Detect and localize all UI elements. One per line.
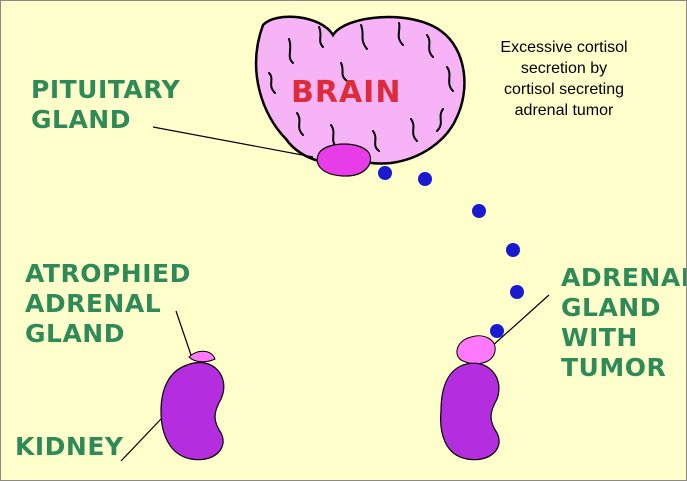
label-line: ADRENAL: [25, 289, 191, 319]
caption-line: secretion by: [469, 58, 659, 79]
adrenal-gland-with-tumor: [457, 336, 495, 364]
cortisol-dot: [378, 166, 392, 180]
cortisol-dot: [506, 243, 520, 257]
label-line: PITUITARY: [31, 75, 180, 105]
label-line: GLAND: [31, 105, 180, 135]
caption-line: adrenal tumor: [469, 100, 659, 121]
atrophied-adrenal-gland-label: ATROPHIED ADRENAL GLAND: [25, 259, 191, 349]
right-kidney: [441, 363, 499, 459]
cortisol-dot: [472, 204, 486, 218]
cortisol-dot: [490, 324, 504, 338]
caption-line: cortisol secreting: [469, 79, 659, 100]
cortisol-dots: [378, 166, 524, 338]
label-line: WITH: [561, 323, 687, 353]
pituitary-gland: [317, 144, 370, 176]
label-line: GLAND: [25, 319, 191, 349]
left-kidney: [161, 363, 224, 460]
cortisol-dot: [510, 285, 524, 299]
label-line: TUMOR: [561, 353, 687, 383]
atrophied-adrenal-gland: [189, 351, 215, 362]
brain-label: BRAIN: [291, 75, 411, 110]
label-line: ATROPHIED: [25, 259, 191, 289]
kidney-label: KIDNEY: [15, 432, 124, 462]
label-line: ADRENAL: [561, 263, 687, 293]
label-line: GLAND: [561, 293, 687, 323]
adrenal-gland-with-tumor-label: ADRENAL GLAND WITH TUMOR: [561, 263, 687, 383]
diagram-caption: Excessive cortisol secretion by cortisol…: [469, 37, 659, 121]
pituitary-gland-label: PITUITARY GLAND: [31, 75, 180, 135]
cortisol-dot: [418, 172, 432, 186]
caption-line: Excessive cortisol: [469, 37, 659, 58]
